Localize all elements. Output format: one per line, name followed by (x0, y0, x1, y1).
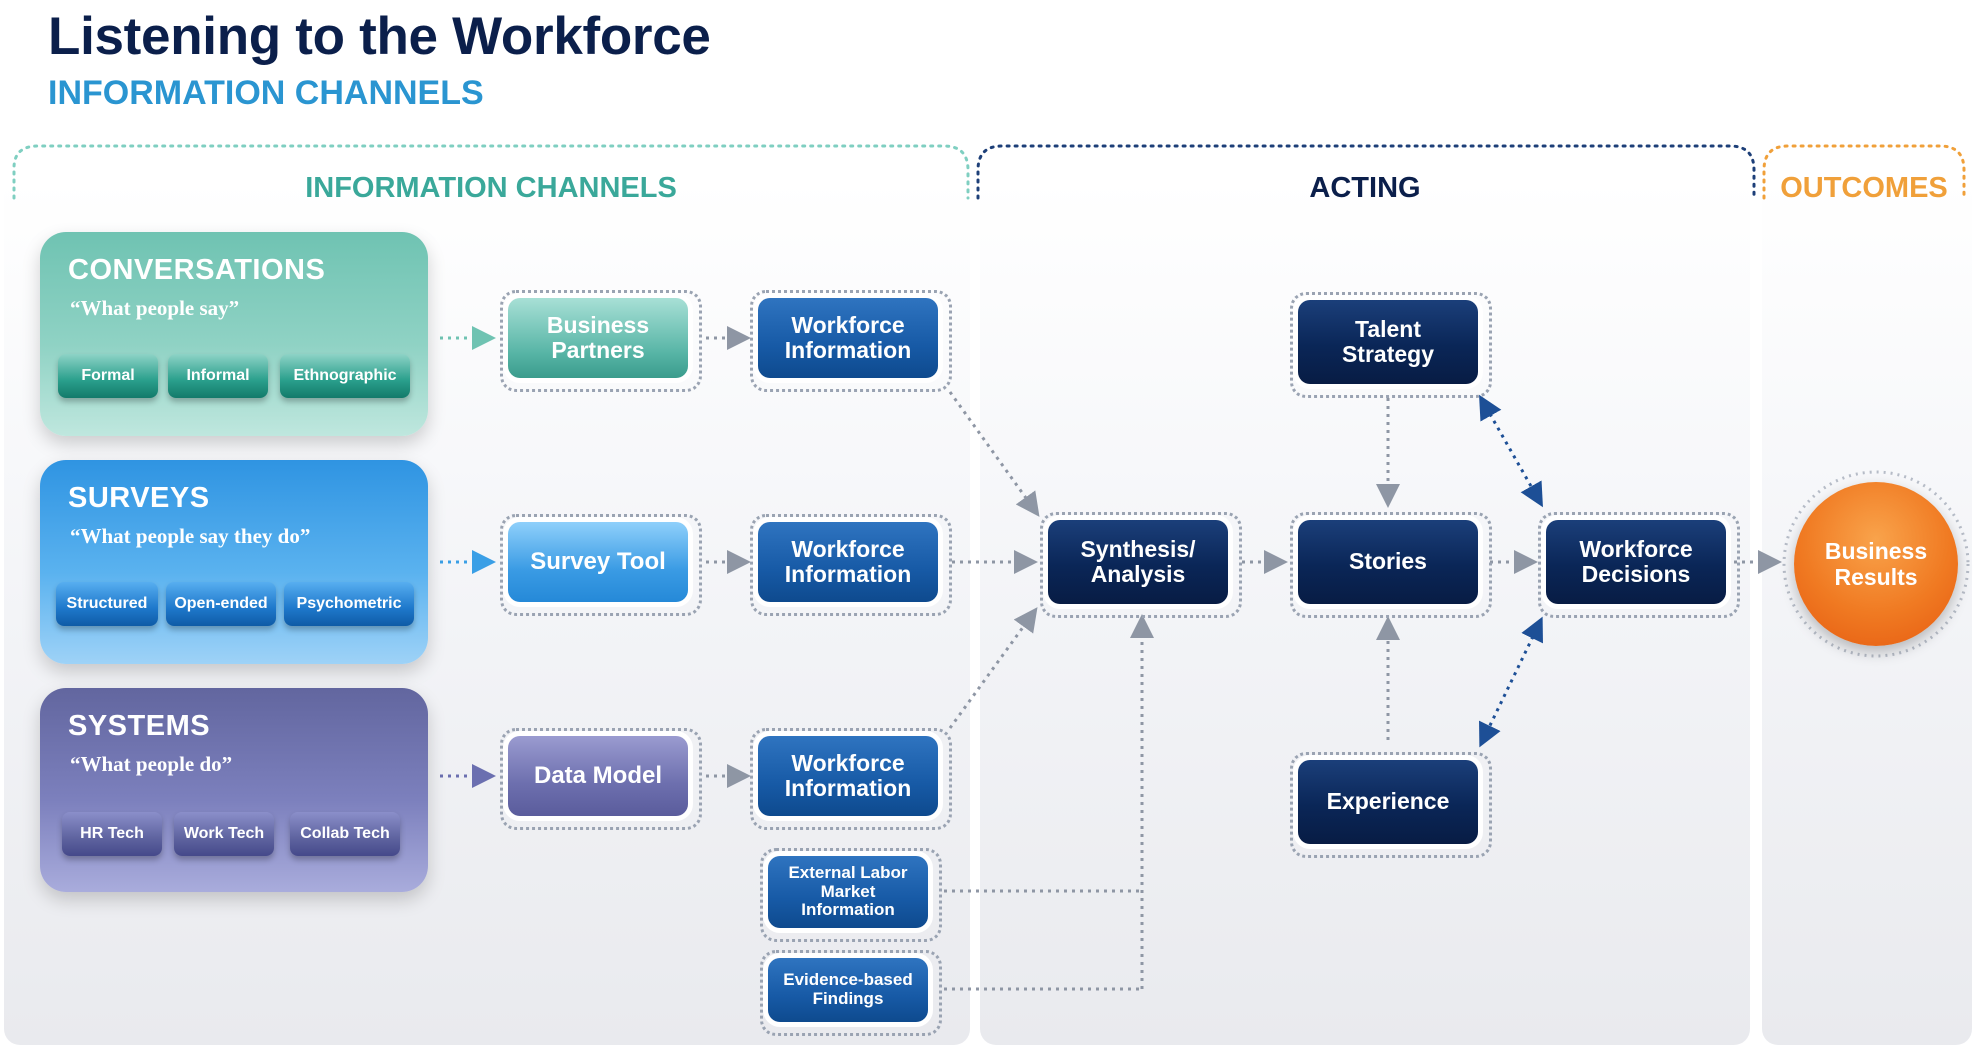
systems-quote: “What people do” (70, 752, 233, 776)
conversations-quote: “What people say” (70, 296, 240, 320)
synthesis-frame (1040, 512, 1242, 618)
pill-informal: Informal (168, 354, 268, 398)
conversations-card: CONVERSATIONS “What people say” Formal I… (40, 232, 428, 436)
workforce-info-2-node: Workforce Information (758, 522, 938, 602)
stories-frame (1290, 512, 1492, 618)
data-model-node: Data Model (508, 736, 688, 816)
business-partners-frame (500, 290, 702, 392)
workforce-decisions-node: Workforce Decisions (1546, 520, 1726, 604)
workforce-info-1-node: Workforce Information (758, 298, 938, 378)
channels-bracket (12, 144, 970, 200)
pill-psychometric: Psychometric (284, 582, 414, 626)
pill-ethnographic: Ethnographic (280, 354, 410, 398)
business-results-node: Business Results (1794, 482, 1958, 646)
section-label-outcomes: OUTCOMES (1780, 172, 1948, 204)
acting-bracket (976, 144, 1756, 200)
section-label-acting: ACTING (1309, 172, 1421, 204)
pill-formal: Formal (58, 354, 158, 398)
pill-work-tech: Work Tech (174, 812, 274, 856)
surveys-quote: “What people say they do” (70, 524, 311, 548)
stories-node: Stories (1298, 520, 1478, 604)
systems-card: SYSTEMS “What people do” HR Tech Work Te… (40, 688, 428, 892)
workforce-decisions-frame (1538, 512, 1740, 618)
conversations-title: CONVERSATIONS (68, 254, 326, 286)
evidence-findings-frame (760, 950, 942, 1036)
surveys-title: SURVEYS (68, 482, 210, 514)
workforce-info-1-frame (750, 290, 952, 392)
talent-strategy-node: Talent Strategy (1298, 300, 1478, 384)
pill-structured: Structured (56, 582, 158, 626)
outcomes-bracket (1762, 144, 1966, 200)
workforce-info-3-node: Workforce Information (758, 736, 938, 816)
external-labor-frame (760, 848, 942, 942)
talent-strategy-frame (1290, 292, 1492, 398)
data-model-frame (500, 728, 702, 830)
systems-title: SYSTEMS (68, 710, 211, 742)
workforce-info-2-frame (750, 514, 952, 616)
pill-hr-tech: HR Tech (62, 812, 162, 856)
section-label-channels: INFORMATION CHANNELS (305, 172, 677, 204)
experience-node: Experience (1298, 760, 1478, 844)
survey-tool-frame (500, 514, 702, 616)
external-labor-node: External Labor Market Information (768, 856, 928, 928)
business-partners-node: Business Partners (508, 298, 688, 378)
pill-collab-tech: Collab Tech (290, 812, 400, 856)
experience-frame (1290, 752, 1492, 858)
synthesis-node: Synthesis/ Analysis (1048, 520, 1228, 604)
workforce-info-3-frame (750, 728, 952, 830)
page-subtitle: INFORMATION CHANNELS (48, 74, 484, 112)
survey-tool-node: Survey Tool (508, 522, 688, 602)
pill-open-ended: Open-ended (166, 582, 276, 626)
page-title: Listening to the Workforce (48, 7, 711, 66)
surveys-card: SURVEYS “What people say they do” Struct… (40, 460, 428, 664)
evidence-findings-node: Evidence-based Findings (768, 958, 928, 1022)
